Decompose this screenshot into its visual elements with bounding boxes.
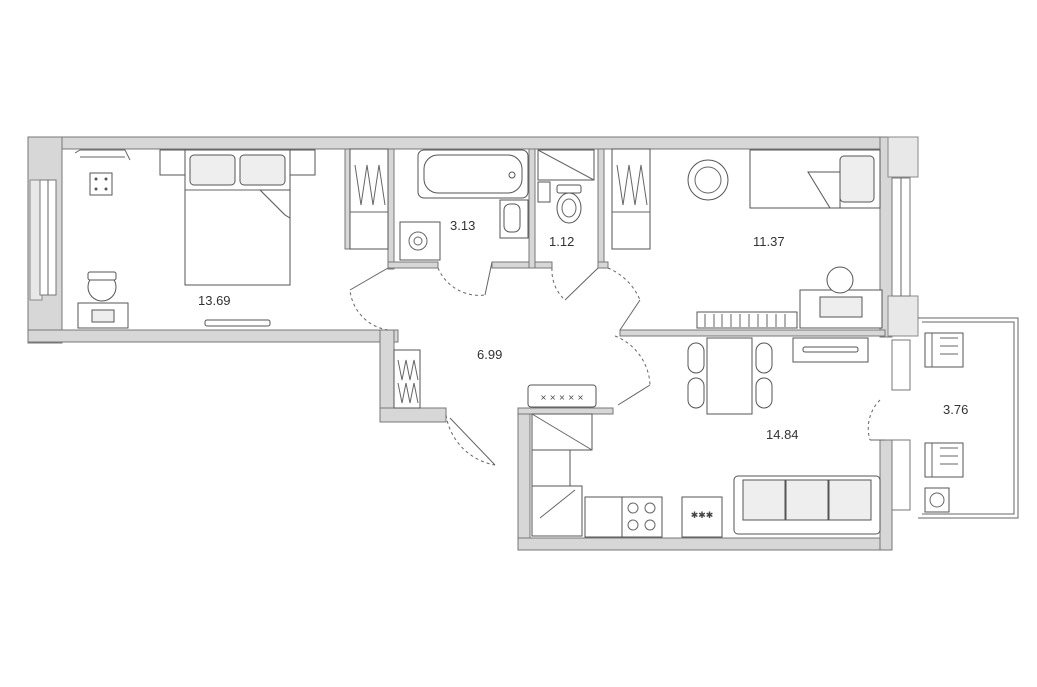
left-bedroom-furniture	[74, 149, 316, 329]
room-area-bedroom-right: 11.37	[753, 234, 785, 249]
balcony	[918, 317, 1019, 519]
room-area-toilet: 1.12	[549, 234, 574, 249]
area-labels: 13.69 3.13 1.12 11.37 6.99 14.84 3.76	[198, 218, 968, 442]
bathroom-fixtures	[399, 149, 595, 261]
right-bedroom-furniture	[687, 149, 883, 329]
doors	[349, 261, 885, 466]
windows	[39, 177, 911, 511]
stove-symbol: ✱✱✱	[691, 511, 714, 521]
room-area-kitchen-living: 14.84	[766, 427, 799, 442]
room-area-hallway: 6.99	[477, 347, 502, 362]
svg-text:× × × × ×: × × × × ×	[540, 393, 584, 402]
room-area-bathroom: 3.13	[450, 218, 475, 233]
hallway-bench: × × × × ×	[527, 384, 597, 408]
interior-walls	[344, 148, 886, 415]
wardrobes	[349, 148, 651, 409]
room-area-bedroom-left: 13.69	[198, 293, 231, 308]
kitchen-living-furniture: ✱✱✱	[531, 337, 881, 538]
room-area-balcony: 3.76	[943, 402, 968, 417]
